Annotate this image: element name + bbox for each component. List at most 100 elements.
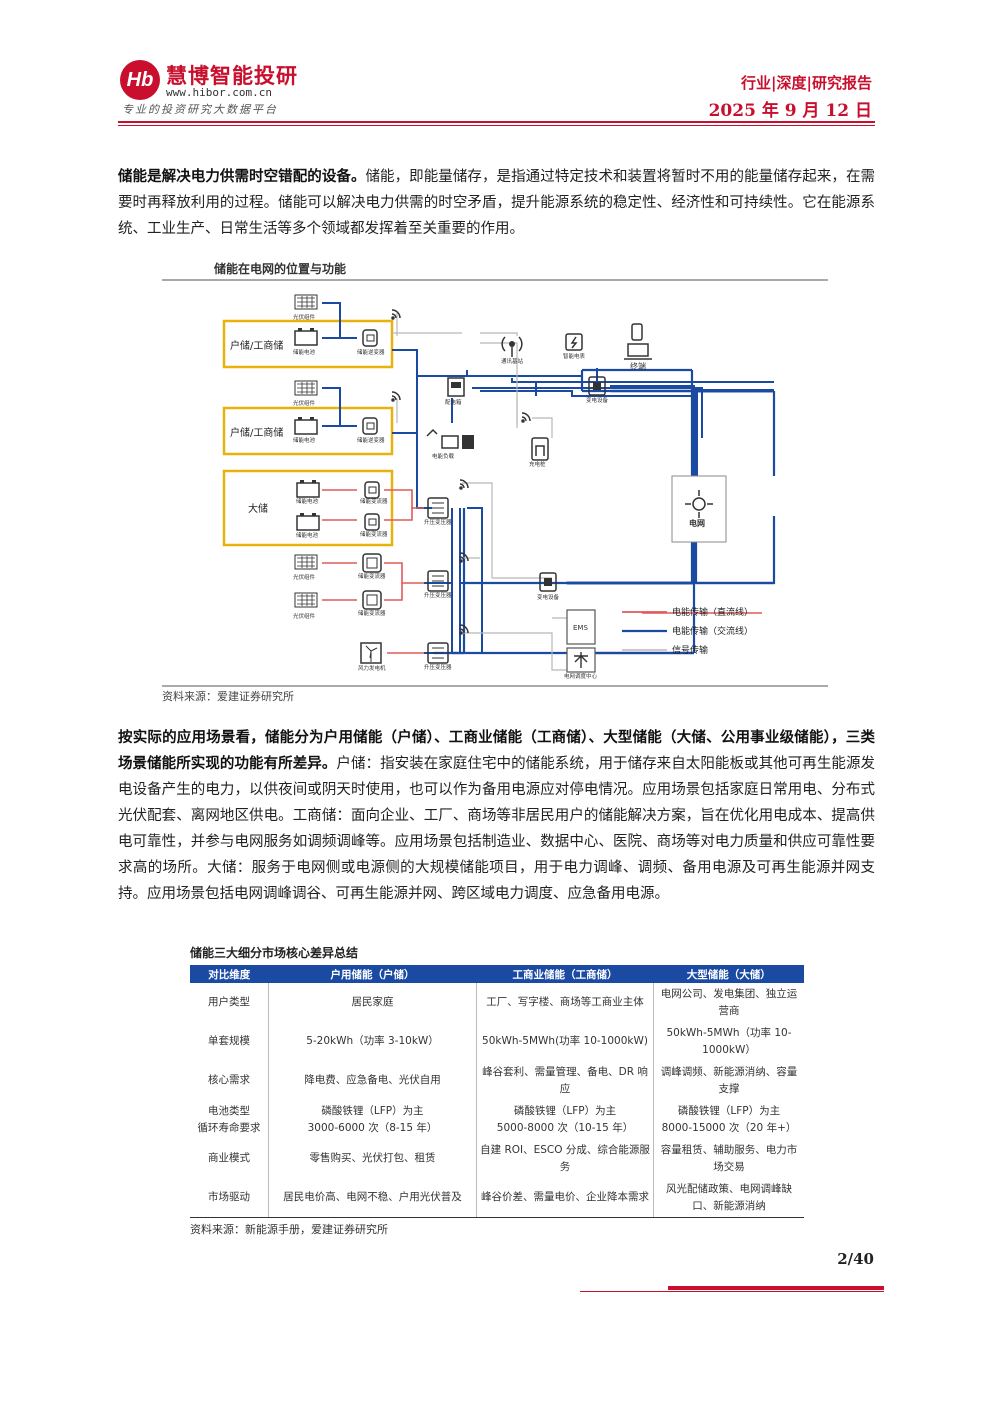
label-smart-meter: 智能电表: [563, 352, 586, 360]
label-inverter: 储能逆变器: [357, 348, 385, 356]
table-bottom-rule: [190, 1217, 804, 1218]
label-grid: 电网: [689, 518, 705, 528]
table-cell: 峰谷套利、需量管理、备电、DR 响应: [476, 1061, 654, 1100]
converter-icon: [362, 590, 382, 610]
dc-lines: [322, 489, 762, 654]
brand-slogan: 专业的投资研究大数据平台: [122, 103, 278, 116]
table-row-label: 电池类型 循环寿命要求: [197, 1104, 261, 1134]
intro-lead: 储能是解决电力供需时空错配的设备。: [118, 169, 366, 185]
label-pv: 光伏组件: [293, 573, 316, 581]
table-row-label: 核心需求: [208, 1074, 250, 1086]
battery-icon: [294, 328, 318, 346]
footer-rule: [580, 1291, 884, 1292]
table-header-row: 对比维度 户用储能（户储） 工商业储能（工商储） 大型储能（大储）: [190, 965, 804, 983]
label-converter: 储能变流器: [360, 530, 388, 538]
label-converter: 储能变流器: [358, 572, 386, 580]
scenario-body: 户储：指安装在家庭住宅中的储能系统，用于储存来自太阳能板或其他可再生能源发电设备…: [118, 756, 876, 902]
label-battery: 储能电池: [296, 531, 319, 539]
inverter-icon: [362, 417, 378, 435]
transformer-icon: [427, 570, 449, 592]
table-cell: 磷酸铁锂（LFP）为主 5000-8000 次（10-15 年）: [476, 1100, 654, 1139]
label-battery: 储能电池: [296, 497, 319, 505]
table-header: 大型储能（大储）: [653, 965, 804, 983]
inverter-icon: [362, 329, 378, 347]
label-ems: EMS: [573, 624, 588, 632]
label-wind: 风力发电机: [358, 664, 386, 672]
footer-bar: [668, 1286, 884, 1290]
table-cell: 居民电价高、电网不稳、户用光伏普及: [268, 1178, 477, 1217]
table-cell: 自建 ROI、ESCO 分成、综合能源服务: [476, 1139, 654, 1178]
table-cell: 零售购买、光伏打包、租赁: [268, 1139, 477, 1178]
page-number: 2/40: [837, 1250, 874, 1268]
table-header: 户用储能（户储）: [268, 965, 477, 983]
table-cell: 磷酸铁锂（LFP）为主 3000-6000 次（8-15 年）: [268, 1100, 477, 1139]
signal-lines: [392, 313, 572, 671]
table-cell: 5-20kWh（功率 3-10kW）: [268, 1022, 477, 1061]
label-ac-cabinet: 变电设备: [586, 396, 609, 404]
table-cell: 磷酸铁锂（LFP）为主 8000-15000 次（20 年+）: [653, 1100, 804, 1139]
report-type: 行业|深度|研究报告: [741, 74, 872, 92]
table-cell: 峰谷价差、需量电价、企业降本需求: [476, 1178, 654, 1217]
transformer-icon: [427, 642, 449, 664]
wifi-icon: [459, 479, 469, 490]
ems-box: [566, 609, 596, 645]
label-ac-box: 配电箱: [445, 398, 462, 406]
ac-cabinet-icon: [588, 376, 606, 396]
market-comparison-table-block: 储能三大细分市场核心差异总结 对比维度 户用储能（户储） 工商业储能（工商储） …: [190, 944, 804, 1237]
label-pv: 光伏组件: [293, 399, 316, 407]
label-charger: 充电桩: [529, 460, 546, 468]
market-comparison-table: 对比维度 户用储能（户储） 工商业储能（工商储） 大型储能（大储） 用户类型居民…: [190, 965, 804, 1217]
grid-bus: [566, 389, 776, 585]
label-load: 电能负载: [432, 452, 455, 460]
label-dispatch: 电网调度中心: [564, 672, 598, 680]
group-label: 户储/工商储: [230, 426, 283, 439]
table-row-label: 用户类型: [208, 996, 250, 1008]
scenario-paragraph: 按实际的应用场景看，储能分为户用储能（户储）、工商业储能（工商储）、大型储能（大…: [118, 725, 875, 907]
label-comm: 通讯基站: [501, 357, 524, 365]
label-converter: 储能变流器: [358, 609, 386, 617]
table-row: 电池类型 循环寿命要求磷酸铁锂（LFP）为主 3000-6000 次（8-15 …: [190, 1100, 804, 1139]
brand-url[interactable]: www.hibor.com.cn: [166, 86, 272, 99]
pv-icon: [294, 554, 318, 570]
report-date: 2025 年 9 月 12 日: [708, 101, 872, 121]
wifi-icon: [391, 391, 401, 402]
converter-icon: [362, 553, 382, 573]
label-pv: 光伏组件: [293, 612, 316, 620]
table-source: 资料来源：新能源手册，爱建证券研究所: [190, 1223, 388, 1236]
wifi-icon: [459, 624, 469, 635]
label-converter: 储能变流器: [360, 497, 388, 505]
table-cell: 调峰调频、新能源消纳、容量支撑: [653, 1061, 804, 1100]
brand-name: 慧博智能投研: [166, 64, 298, 88]
transformer-icon: [427, 497, 449, 519]
figure-title: 储能在电网的位置与功能: [214, 261, 346, 276]
label-pv: 光伏组件: [293, 313, 316, 321]
table-header: 对比维度: [190, 965, 269, 983]
legend-item-ac: 电能传输（交流线）: [672, 625, 753, 637]
table-row-label: 市场驱动: [208, 1191, 250, 1203]
pv-icon: [294, 380, 318, 396]
table-cell: 风光配储政策、电网调峰缺口、新能源消纳: [653, 1178, 804, 1217]
wifi-icon: [521, 412, 531, 423]
label-ac-cabinet: 变电设备: [537, 593, 560, 601]
label-inverter: 储能逆变器: [357, 436, 385, 444]
group-box-household-2: [222, 406, 394, 456]
figure-source: 资料来源：爱建证券研究所: [162, 689, 294, 703]
table-cell: 容量租赁、辅助服务、电力市场交易: [653, 1139, 804, 1178]
converter-icon: [364, 513, 380, 531]
grid-position-figure: 储能在电网的位置与功能 户储/工商储 户储/工商储 大储: [162, 258, 828, 708]
ac-cabinet-icon: [539, 572, 557, 592]
group-label: 户储/工商储: [230, 339, 283, 352]
smart-meter-icon: [565, 333, 583, 351]
table-row-label: 商业模式: [208, 1152, 250, 1164]
intro-paragraph: 储能是解决电力供需时空错配的设备。储能，即能量储存，是指通过特定技术和装置将暂时…: [118, 164, 875, 242]
scenario-lead: 按实际的应用场景看，储能分为户用储能（户储）、工商业储能（工商储）、大型储能（大…: [118, 730, 875, 772]
table-cell: 降电费、应急备电、光伏自用: [268, 1061, 477, 1100]
battery-icon: [296, 513, 320, 531]
group-box-household-1: [222, 319, 394, 369]
intro-body: 储能，即能量储存，是指通过特定技术和装置将暂时不用的能量储存起来，在需要时再释放…: [118, 169, 875, 237]
pv-icon: [294, 294, 318, 310]
battery-icon: [294, 417, 318, 435]
table-cell: 居民家庭: [268, 983, 477, 1022]
table-row: 用户类型居民家庭工厂、写字楼、商场等工商业主体电网公司、发电集团、独立运营商: [190, 983, 804, 1022]
table-header: 工商业储能（工商储）: [476, 965, 654, 983]
